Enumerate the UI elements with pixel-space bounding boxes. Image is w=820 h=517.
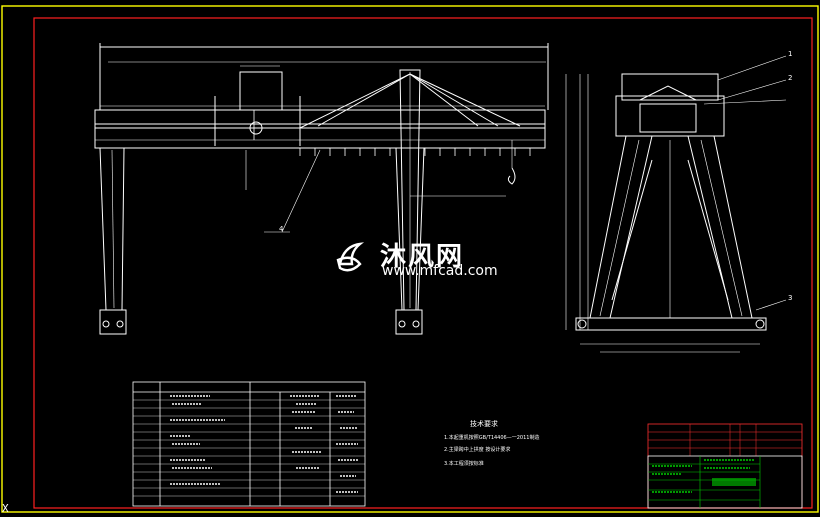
inner-border [33,17,813,509]
callout-3: 3 [788,294,793,302]
watermark: 沐风网 www.mfcad.com [330,236,498,280]
note-2: 2.主梁跨中上拱度 按设计要求 [444,447,511,453]
front-elevation [94,43,549,335]
watermark-logo [336,242,365,272]
watermark-text: 沐风网 [380,242,465,272]
note-1: 1.本起重机按照GB/T14406—一2011制造 [444,435,540,441]
watermark-url: www.mfcad.com [382,263,498,279]
title-block [647,423,803,509]
axis-marker: X [2,502,9,515]
callout-2: 2 [788,74,793,82]
outer-frame [1,5,819,513]
callout-1: 1 [788,50,793,58]
notes-title: 技术要求 [470,420,498,428]
note-3: 3.本工程须按标准 [444,461,484,467]
callout-4: 4 [279,225,284,233]
parameter-table [132,381,366,507]
side-elevation [565,55,787,353]
